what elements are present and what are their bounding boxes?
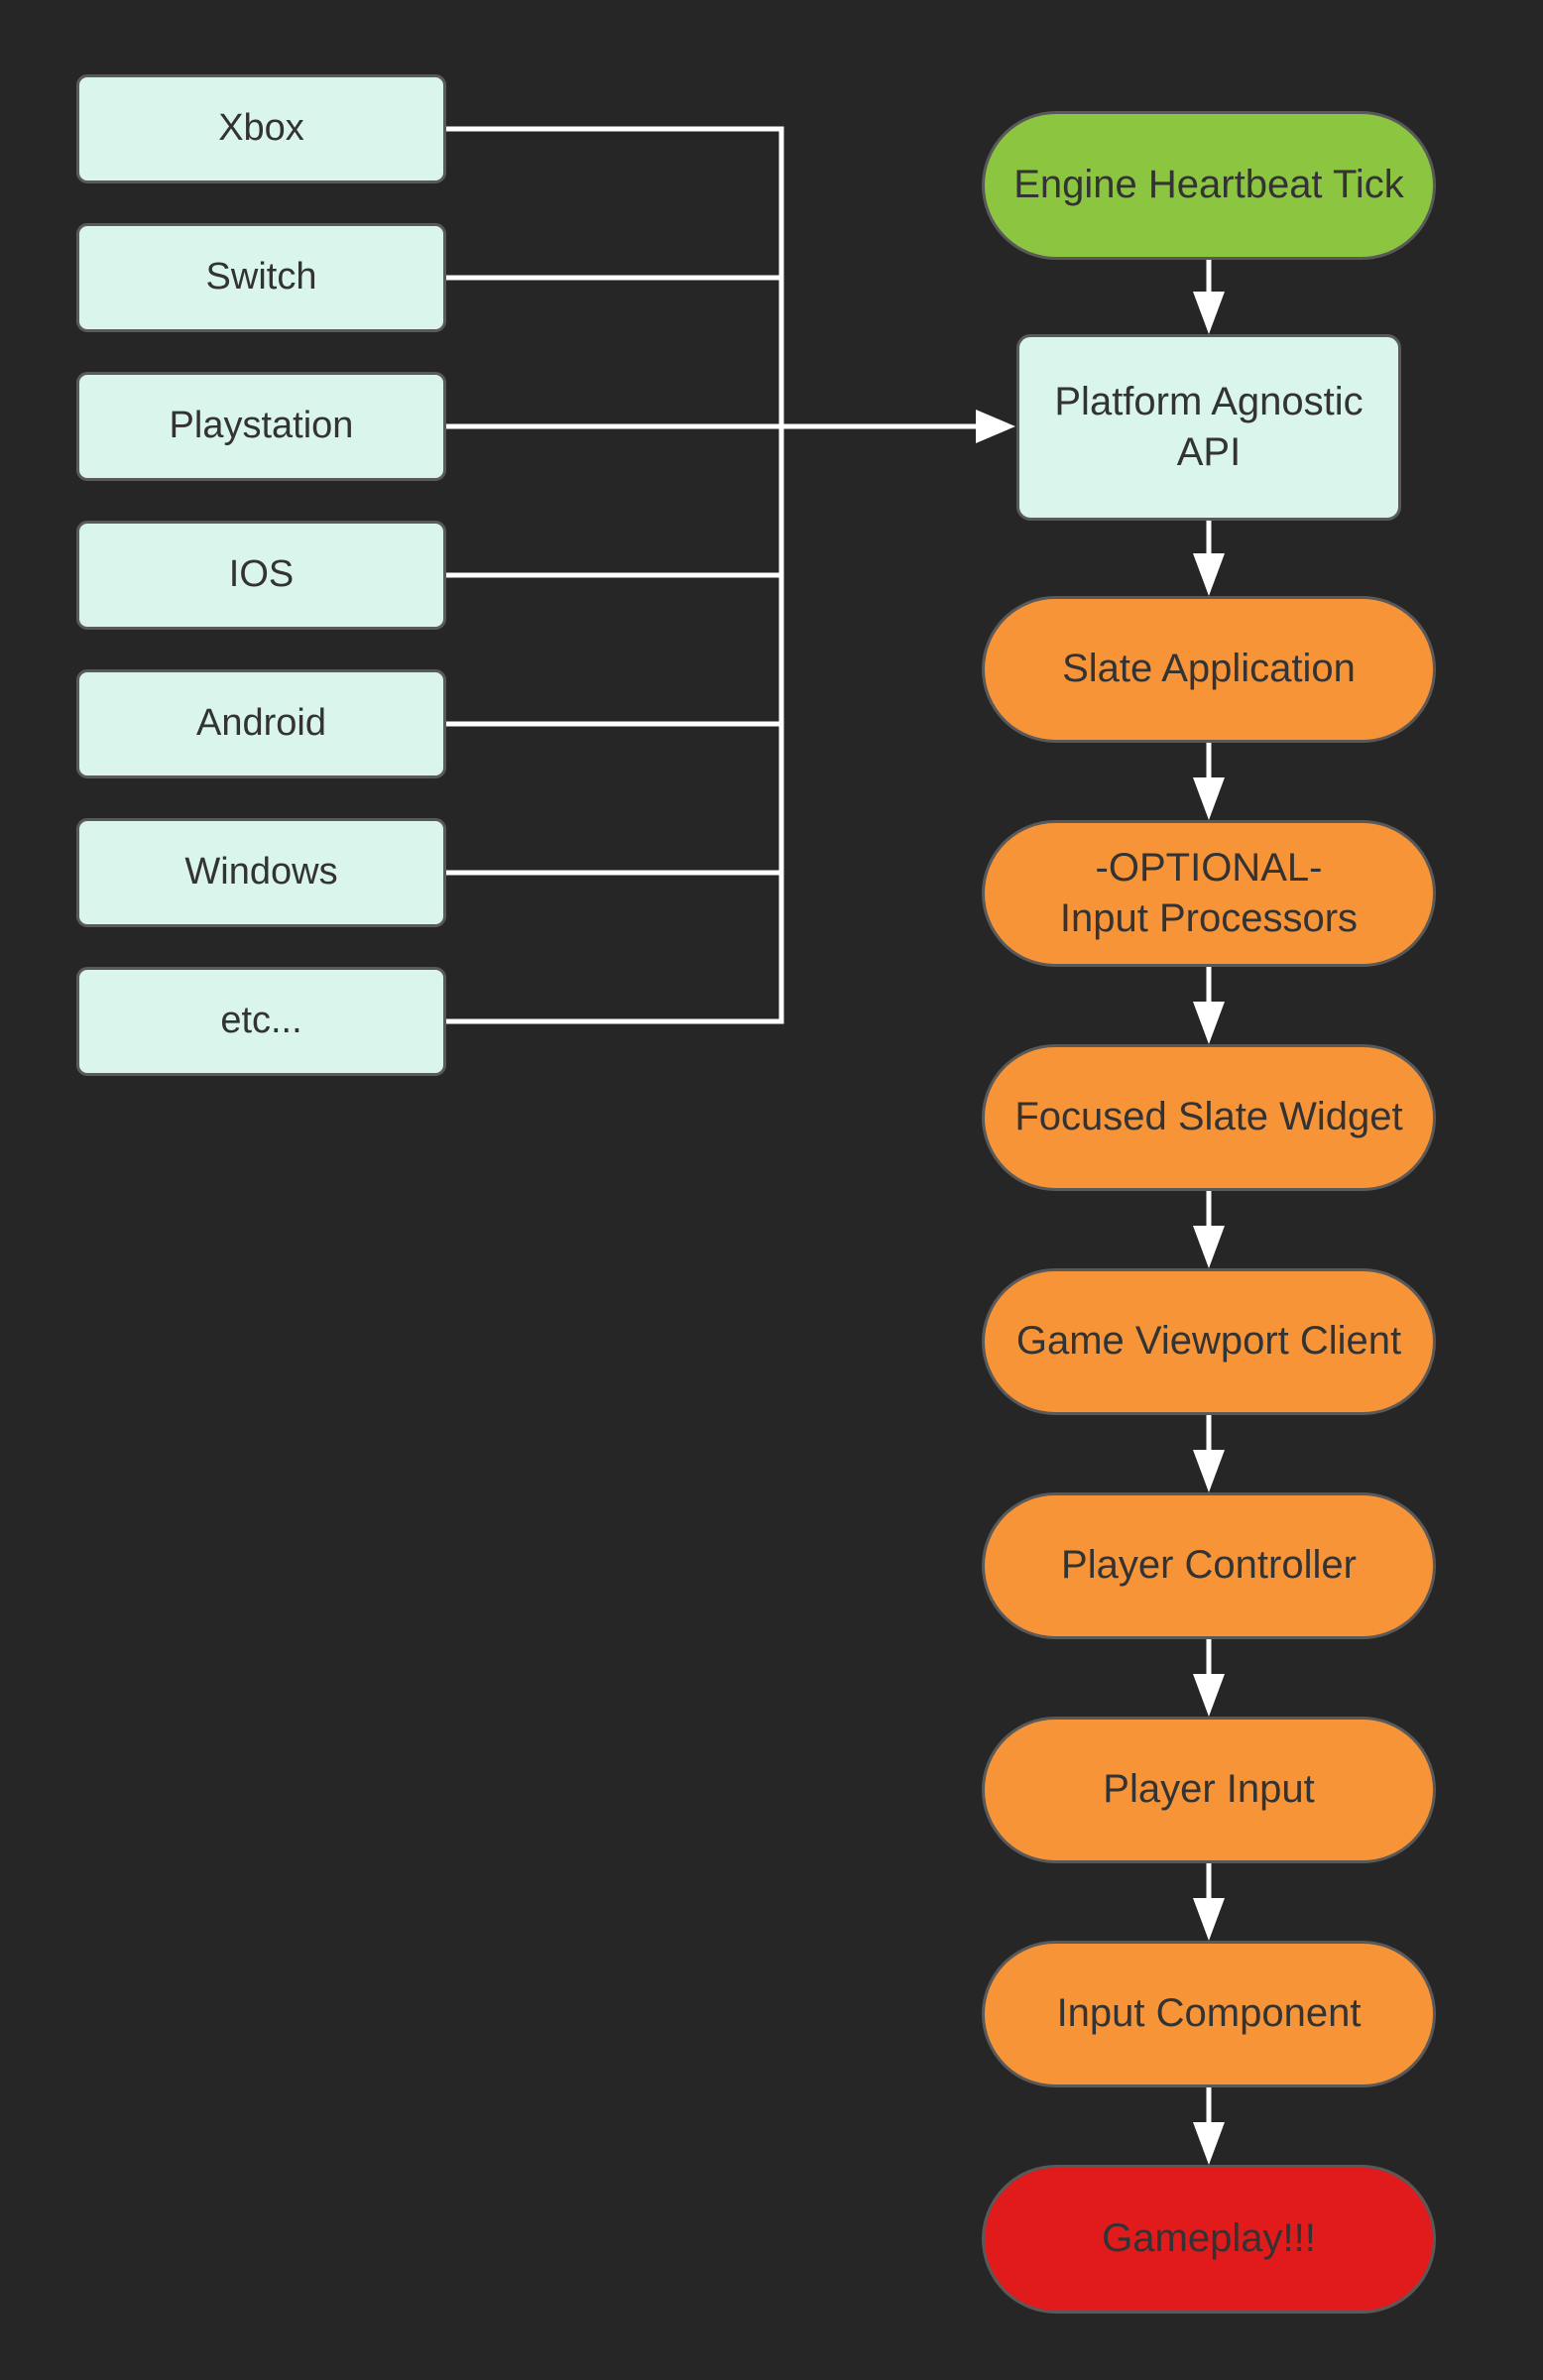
arrowhead-3 <box>1193 777 1225 820</box>
platform-box-windows: Windows <box>76 818 446 927</box>
flow-node-input-component: Input Component <box>982 1941 1436 2087</box>
arrowhead-7 <box>1193 1674 1225 1717</box>
platform-box-ios: IOS <box>76 521 446 630</box>
platform-box-etc: etc... <box>76 967 446 1076</box>
arrowhead-2 <box>1193 553 1225 596</box>
flow-node-platform-agnostic-api: Platform Agnostic API <box>1016 334 1401 521</box>
platform-box-android: Android <box>76 669 446 778</box>
flow-node-player-controller: Player Controller <box>982 1492 1436 1639</box>
flow-node-engine-heartbeat-tick: Engine Heartbeat Tick <box>982 111 1436 260</box>
flow-node-optional-input-processors: -OPTIONAL- Input Processors <box>982 820 1436 967</box>
arrowhead-8 <box>1193 1898 1225 1941</box>
arrowhead-9 <box>1193 2122 1225 2165</box>
arrowhead-6 <box>1193 1450 1225 1492</box>
flow-node-focused-slate-widget: Focused Slate Widget <box>982 1044 1436 1191</box>
flow-node-gameplay: Gameplay!!! <box>982 2165 1436 2314</box>
flow-node-game-viewport-client: Game Viewport Client <box>982 1268 1436 1415</box>
platform-box-switch: Switch <box>76 223 446 332</box>
flow-node-player-input: Player Input <box>982 1717 1436 1863</box>
arrowhead-into-api <box>976 410 1015 443</box>
arrowhead-5 <box>1193 1226 1225 1268</box>
arrowhead-4 <box>1193 1002 1225 1044</box>
arrowhead-1 <box>1193 292 1225 334</box>
flow-node-slate-application: Slate Application <box>982 596 1436 743</box>
platform-box-playstation: Playstation <box>76 372 446 481</box>
platform-box-xbox: Xbox <box>76 74 446 183</box>
